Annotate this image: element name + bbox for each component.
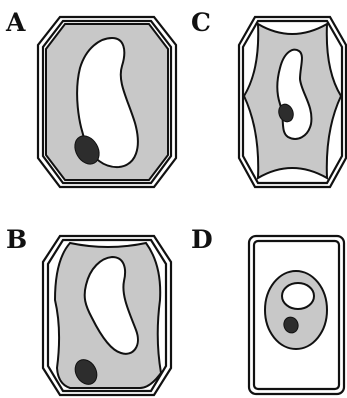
cell-c <box>239 17 346 187</box>
cell-b <box>43 236 171 395</box>
cell-d <box>249 236 344 394</box>
cell-a <box>38 17 176 187</box>
cell-d-vacuole <box>282 283 314 309</box>
